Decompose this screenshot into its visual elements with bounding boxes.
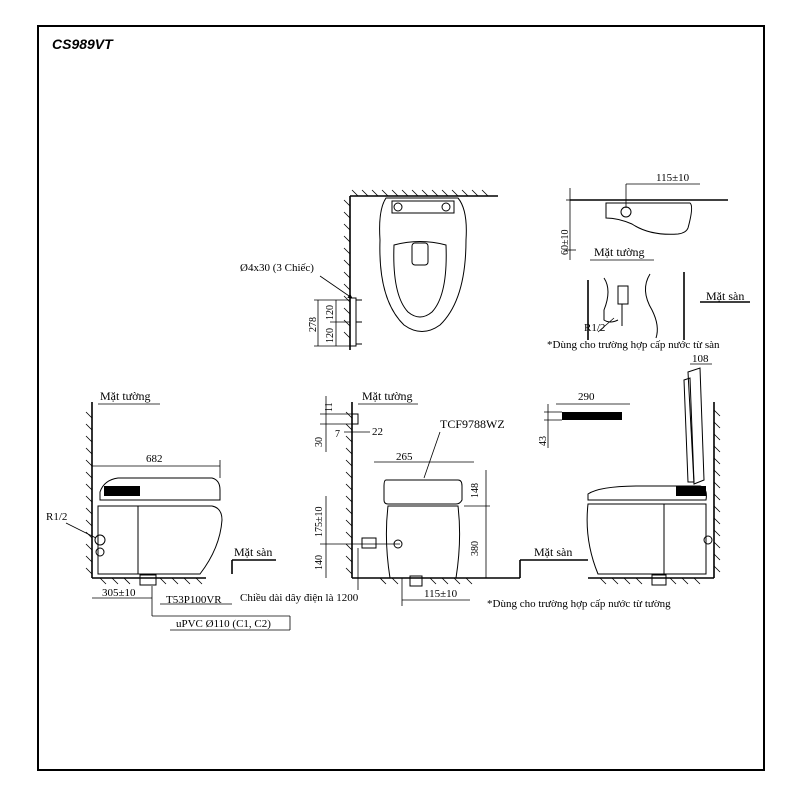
dim-7: 7 [335, 429, 340, 440]
note-floor-supply: *Dùng cho trường hợp cấp nước từ sàn [547, 339, 720, 351]
drawing-frame [37, 25, 765, 771]
dim-290: 290 [578, 391, 595, 403]
dim-120-bottom: 120 [325, 328, 336, 343]
supply-detail: 115±10 60±10 Mặt tường Mặt sàn R1/2 *Dùn… [547, 172, 750, 351]
dim-140: 140 [314, 555, 325, 570]
dim-30: 30 [314, 437, 325, 447]
dim-278: 278 [308, 317, 319, 332]
dim-148: 148 [470, 483, 481, 498]
dim-60: 60±10 [560, 230, 571, 256]
flange-label: T53P100VR [166, 594, 222, 606]
dim-305: 305±10 [102, 587, 136, 599]
wall-label-detail: Mặt tường [594, 245, 645, 259]
dim-380: 380 [470, 541, 481, 556]
dim-22: 22 [372, 426, 383, 438]
r12-label-left: R1/2 [46, 511, 67, 523]
note-wall-supply: *Dùng cho trường hợp cấp nước từ tường [487, 598, 671, 610]
screw-label: Ø4x30 (3 Chiếc) [240, 262, 314, 274]
dim-115-front: 115±10 [424, 588, 458, 600]
wall-label-left: Mặt tường [100, 389, 151, 403]
dim-175: 175±10 [314, 507, 325, 538]
wall-label-front: Mặt tường [362, 389, 413, 403]
side-view-left: Mặt tường 682 R1/2 Mặt sàn [46, 389, 291, 631]
floor-label-detail: Mặt sàn [706, 289, 744, 303]
model-title: CS989VT [52, 36, 113, 52]
floor-label-left: Mặt sàn [234, 545, 272, 559]
front-view: Mặt tường 11 30 7 22 265 148 [240, 389, 505, 606]
r12-label-detail: R1/2 [584, 322, 605, 334]
dim-120-top: 120 [325, 305, 336, 320]
dim-108: 108 [692, 353, 709, 365]
dim-11: 11 [324, 402, 335, 412]
remote-detail: 290 43 [538, 391, 630, 448]
dim-265: 265 [396, 451, 413, 463]
floor-label-right: Mặt sàn [534, 545, 572, 559]
top-view: 278 120 120 Ø4x30 (3 Chiếc) [240, 189, 498, 350]
side-view-right: 108 Mặt sàn *Dùng cho trường hợp cấp nướ… [487, 353, 721, 610]
dim-115-top: 115±10 [656, 172, 690, 184]
dim-43: 43 [538, 436, 549, 446]
remote-label: TCF9788WZ [440, 417, 505, 431]
dim-682: 682 [146, 453, 163, 465]
pipe-label: uPVC Ø110 (C1, C2) [176, 618, 271, 630]
cable-length-label: Chiều dài dây điện là 1200 [240, 592, 359, 604]
